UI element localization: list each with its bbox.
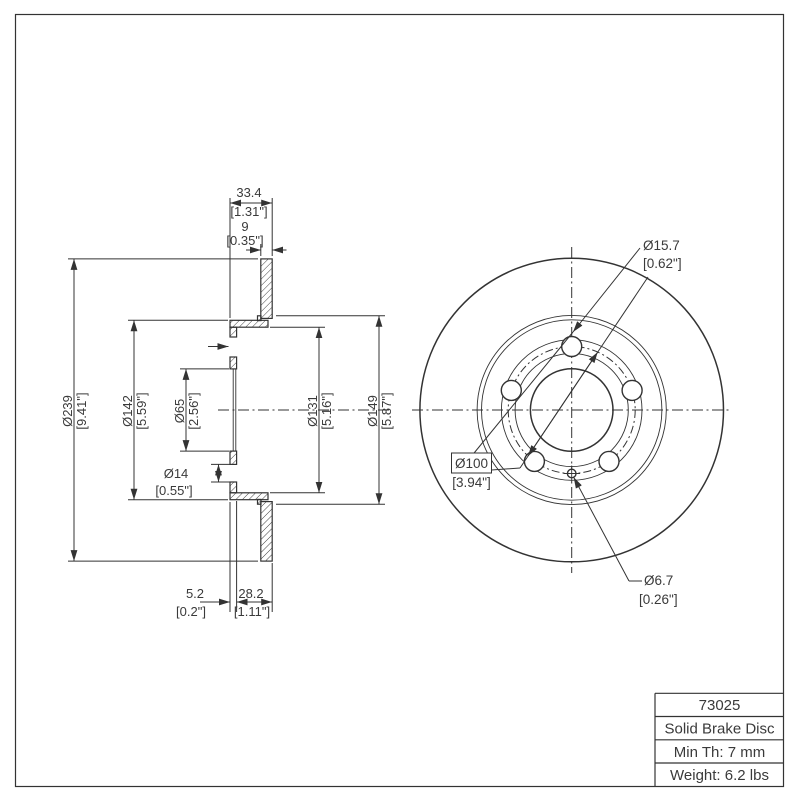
page-border	[14, 13, 785, 788]
disc-outer-circle	[419, 257, 725, 563]
dim-hat-dia-in: [5.59"]	[134, 392, 149, 429]
title-description: Solid Brake Disc	[664, 721, 775, 738]
hat-face-seg-4	[229, 481, 238, 494]
bolt-circle-leader	[491, 467, 521, 471]
dim-small-hole-in: [0.55"]	[155, 483, 192, 498]
title-weight: Weight: 6.2 lbs	[670, 767, 769, 784]
dim-inner-dia-1-mm: Ø131	[305, 395, 320, 427]
front-view: Ø15.7 [0.62"] Ø100 [3.94"] Ø6.7 [0.26"]	[412, 238, 731, 607]
dim-outer-dia-in: [9.41"]	[74, 392, 89, 429]
dim-hat-dia-mm: Ø142	[120, 395, 135, 427]
dim-total-width-in: [1.31"]	[230, 204, 267, 219]
center-bore-circle	[529, 367, 614, 453]
label-bolt-circle-dia-in: [3.94"]	[452, 475, 491, 490]
dim-inner-dia-2-in: [5.87"]	[379, 392, 394, 429]
disc-bar-top	[260, 258, 273, 319]
hat-face-seg-3	[229, 450, 238, 466]
dim-inner-dia-1-in: [5.16"]	[319, 392, 334, 429]
bolt-hole-left-lower	[523, 450, 546, 473]
dim-inner-dia-2-mm: Ø149	[365, 395, 380, 427]
title-block: 73025 Solid Brake Disc Min Th: 7 mm Weig…	[654, 692, 784, 787]
dim-total-width-mm: 33.4	[236, 185, 261, 200]
hat-flange-bottom	[229, 492, 269, 501]
dim-outer-dia-mm: Ø239	[60, 395, 75, 427]
bolt-hole-leader	[572, 247, 641, 333]
bolt-circle-dim-box	[451, 452, 492, 474]
dim-bore-dia-mm: Ø65	[172, 399, 187, 424]
dim-bore-dia-in: [2.56"]	[186, 392, 201, 429]
bolt-hole-right-lower	[598, 450, 620, 473]
label-bolt-circle-dia-mm: Ø100	[455, 456, 488, 471]
dim-disc-thickness-in: [0.35"]	[226, 233, 263, 248]
section-view: 33.4 [1.31"] 9 [0.35"] Ø239 [9.41"] Ø142…	[60, 185, 394, 619]
set-screw-leader	[573, 477, 630, 582]
dim-small-hole-mm: Ø14	[164, 466, 189, 481]
dim-hat-face-thickness-mm: 5.2	[186, 586, 204, 601]
bolt-hole-right-upper	[621, 379, 643, 402]
title-part-number: 73025	[699, 697, 741, 714]
bolt-hole-top	[561, 335, 583, 358]
label-set-screw-dia-in: [0.26"]	[639, 592, 678, 607]
label-set-screw-dia-mm: Ø6.7	[644, 573, 673, 588]
friction-band-inner-circle	[476, 314, 667, 506]
title-min-thickness: Min Th: 7 mm	[674, 744, 765, 761]
disc-bar-bottom	[260, 501, 273, 562]
hat-flange-top	[229, 319, 269, 328]
dim-hat-face-thickness-in: [0.2"]	[176, 604, 206, 619]
dim-disc-thickness-mm: 9	[241, 219, 248, 234]
hat-face-seg-1	[229, 326, 238, 338]
label-bolt-hole-dia-in: [0.62"]	[643, 256, 682, 271]
hat-face-seg-2	[229, 356, 238, 370]
label-bolt-hole-dia-mm: Ø15.7	[643, 238, 680, 253]
bolt-hole-left-upper	[500, 379, 522, 402]
dim-hat-depth-in: [1.11"]	[234, 604, 270, 619]
dim-hat-depth-mm: 28.2	[238, 586, 263, 601]
hat-outer-circle	[481, 319, 663, 501]
